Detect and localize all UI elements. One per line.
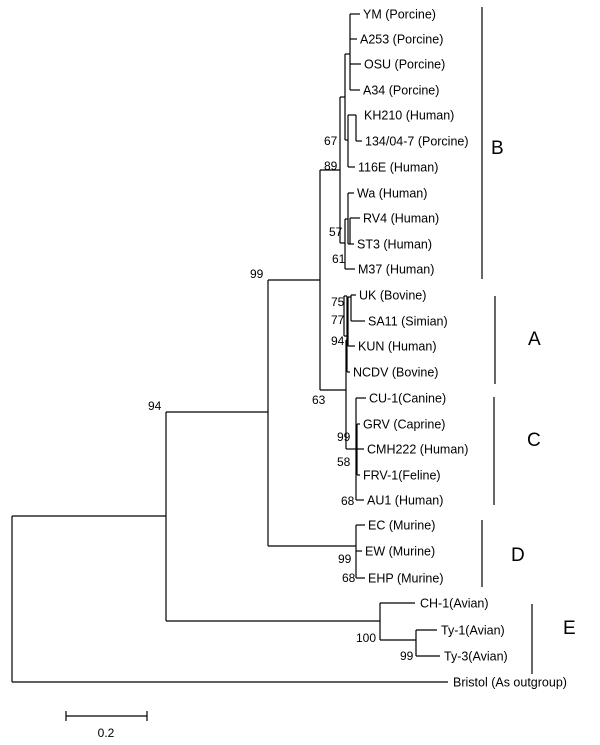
tree-branches <box>11 13 448 683</box>
bootstrap-label: 100 <box>356 631 376 645</box>
leaf-ec: EC (Murine) <box>368 519 435 533</box>
leaf-kh210: KH210 (Human) <box>364 109 454 123</box>
clade-c-label: C <box>527 430 541 451</box>
leaf-bristol: Bristol (As outgroup) <box>453 676 567 690</box>
clade-e-label: E <box>563 618 576 639</box>
clade-a-label: A <box>528 329 541 350</box>
leaf-116e: 116E (Human) <box>358 161 438 175</box>
leaf-ch1: CH-1(Avian) <box>420 597 489 611</box>
bootstrap-label: 58 <box>337 455 351 469</box>
bootstrap-label: 67 <box>324 134 338 148</box>
leaf-au1: AU1 (Human) <box>367 494 443 508</box>
clade-d-label: D <box>511 545 525 566</box>
leaf-rv4: RV4 (Human) <box>363 212 439 226</box>
leaf-ym: YM (Porcine) <box>363 8 436 22</box>
leaf-sa11: SA11 (Simian) <box>368 315 448 329</box>
bootstrap-label: 99 <box>337 430 351 444</box>
bootstrap-label: 63 <box>312 393 326 407</box>
bootstrap-label: 99 <box>400 649 414 663</box>
leaf-a34: A34 (Porcine) <box>363 84 439 98</box>
leaf-ew: EW (Murine) <box>365 545 435 559</box>
bootstrap-label: 68 <box>341 494 355 508</box>
leaf-uk: UK (Bovine) <box>359 289 426 303</box>
leaf-wa: Wa (Human) <box>357 187 427 201</box>
bootstrap-label: 61 <box>332 252 346 266</box>
leaf-cmh222: CMH222 (Human) <box>367 443 468 457</box>
leaf-ty3: Ty-3(Avian) <box>444 650 508 664</box>
bootstrap-label: 57 <box>329 225 343 239</box>
leaf-kun: KUN (Human) <box>358 340 437 354</box>
leaf-osu: OSU (Porcine) <box>364 58 445 72</box>
leaf-ncdv: NCDV (Bovine) <box>353 366 438 380</box>
scale-bar: 0.2 <box>65 711 148 740</box>
bootstrap-label: 75 <box>331 295 345 309</box>
bootstrap-label: 94 <box>148 399 162 413</box>
clade-b-label: B <box>491 138 504 159</box>
scale-bar-label: 0.2 <box>98 726 115 740</box>
leaf-labels: YM (Porcine) A253 (Porcine) OSU (Porcine… <box>353 8 567 690</box>
bootstrap-label: 99 <box>338 552 352 566</box>
bootstrap-label: 77 <box>331 313 345 327</box>
bootstrap-values: 67 89 57 61 99 75 77 94 63 99 58 68 94 9… <box>148 134 414 663</box>
leaf-st3: ST3 (Human) <box>357 238 432 252</box>
leaf-a253: A253 (Porcine) <box>360 33 443 47</box>
leaf-frv1: FRV-1(Feline) <box>363 469 441 483</box>
bootstrap-label: 99 <box>250 267 264 281</box>
bootstrap-label: 68 <box>342 571 356 585</box>
clade-brackets: B A C D E <box>481 7 576 674</box>
leaf-ehp: EHP (Murine) <box>368 572 443 586</box>
bootstrap-label: 89 <box>324 159 338 173</box>
leaf-ty1: Ty-1(Avian) <box>441 624 505 638</box>
leaf-134-04-7: 134/04-7 (Porcine) <box>365 135 469 149</box>
leaf-cu1: CU-1(Canine) <box>369 392 446 406</box>
bootstrap-label: 94 <box>331 334 345 348</box>
leaf-m37: M37 (Human) <box>358 263 434 277</box>
leaf-grv: GRV (Caprine) <box>363 418 445 432</box>
